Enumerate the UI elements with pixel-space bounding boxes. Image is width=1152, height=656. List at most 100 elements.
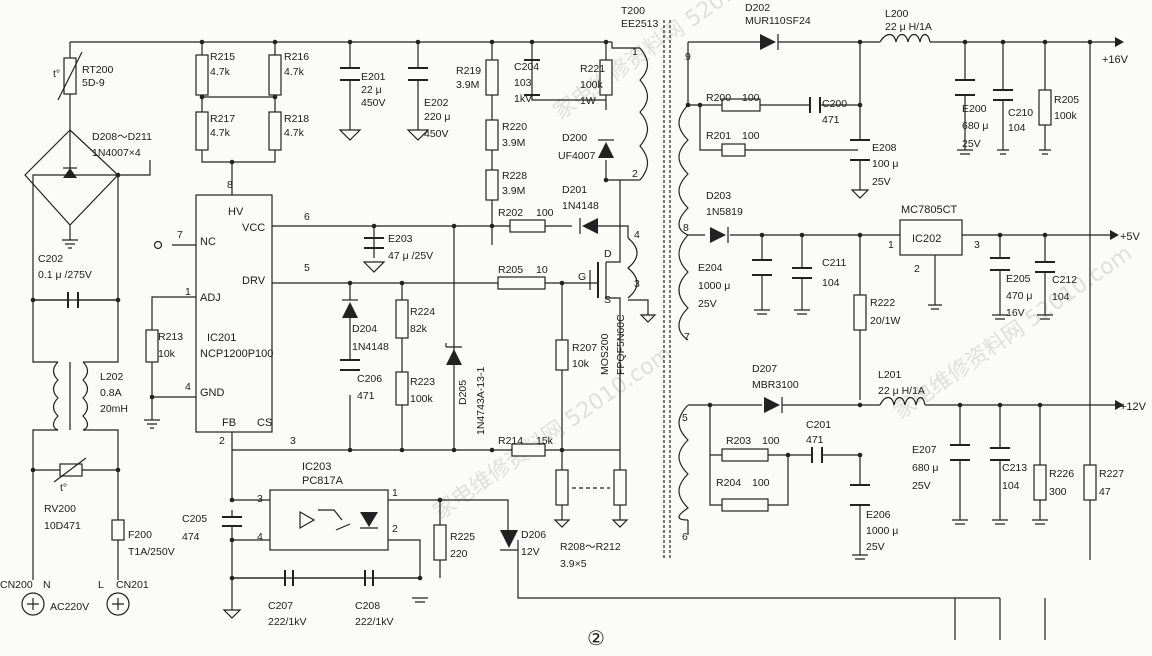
label-opto-pin3: 3: [257, 493, 263, 505]
label-d203: D203: [706, 190, 731, 202]
label-r205-right: R205: [1054, 94, 1079, 106]
label-c211: C211: [822, 257, 846, 269]
c205-capacitor: [222, 516, 242, 619]
label-ee2513: EE2513: [621, 18, 659, 30]
label-t200: T200: [621, 5, 645, 17]
e204-c211: [752, 259, 812, 315]
label-cs: CS: [257, 417, 272, 429]
l200-inductor: [879, 33, 931, 43]
r214-resistor: [511, 443, 546, 457]
label-r226-value: 300: [1049, 486, 1067, 498]
label-r204: R204: [716, 477, 741, 489]
label-e208-cap: 100 μ: [872, 158, 899, 170]
label-e201-volt: 450V: [361, 97, 386, 109]
label-c207-value: 222/1kV: [268, 616, 307, 628]
label-pin-s: S: [604, 294, 611, 306]
label-r220: R220: [502, 121, 527, 133]
label-d207: D207: [752, 363, 777, 375]
label-d206: D206: [521, 529, 546, 541]
label-r224-value: 82k: [410, 323, 428, 335]
label-r217-value: 4.7k: [210, 127, 231, 139]
watermark-text-2: 家电维修资料网 52010.com: [429, 341, 677, 525]
label-c204-value: 103: [514, 77, 532, 89]
label-rt200-value: 5D-9: [82, 77, 105, 89]
label-winding-3: 3: [634, 278, 640, 290]
label-d205-value: 1N4743A-13-1: [475, 367, 487, 435]
label-opto-pin2: 2: [392, 523, 398, 535]
label-ic202-pin1: 1: [888, 239, 894, 251]
label-r203-value: 100: [762, 435, 780, 447]
label-e207-cap: 680 μ: [912, 462, 939, 474]
label-r221: R221: [580, 63, 605, 75]
label-r221-value: 100k: [580, 79, 604, 91]
label-l202: L202: [100, 371, 124, 383]
label-r223-value: 100k: [410, 393, 434, 405]
label-r223: R223: [410, 376, 435, 388]
label-r201-value: 100: [742, 130, 760, 142]
r219-220-228-resistors: [485, 59, 499, 201]
mos200: [589, 262, 599, 298]
label-c202: C202: [38, 253, 63, 265]
label-winding-9: 9: [685, 51, 691, 63]
ic203-optocoupler: [269, 489, 389, 551]
label-ic202: IC202: [912, 233, 941, 245]
label-c200-value: 471: [822, 114, 840, 126]
label-r207-value: 10k: [572, 358, 590, 370]
label-r214: R214: [498, 435, 523, 447]
r202-r205-resistors: [497, 219, 546, 290]
r200-r201-resistors: [721, 98, 761, 157]
label-cn200: CN200: [0, 579, 33, 591]
r215-218-resistors: [195, 54, 282, 151]
label-c213: C213: [1002, 462, 1027, 474]
d203-diode: [710, 227, 729, 243]
label-c210-value: 104: [1008, 122, 1026, 134]
label-r218-value: 4.7k: [284, 127, 305, 139]
label-e202-volt: 450V: [424, 128, 449, 140]
label-e203-value: 47 μ /25V: [388, 250, 433, 262]
e200-c210-r205: [955, 79, 1052, 155]
label-c202-value: 0.1 μ /275V: [38, 269, 92, 281]
bridge-rectifier: [24, 129, 119, 249]
d202-diode: [760, 34, 779, 50]
label-nc: NC: [200, 236, 216, 248]
label-e201-cap: 22 μ: [361, 84, 382, 96]
label-e200-volt: 25V: [962, 138, 981, 150]
label-out-5v: +5V: [1120, 231, 1141, 243]
label-r205-value: 10: [536, 264, 548, 276]
label-r205: R205: [498, 264, 523, 276]
label-r215-value: 4.7k: [210, 66, 231, 78]
label-winding-4: 4: [634, 229, 640, 241]
label-out-16v: +16V: [1102, 54, 1129, 66]
label-d208-value: 1N4007×4: [92, 147, 141, 159]
watermark-text-3: 家电维修资料网 52010.com: [889, 241, 1137, 425]
label-d204: D204: [352, 323, 377, 335]
label-l201: L201: [878, 369, 902, 381]
e205-c212: [990, 257, 1055, 320]
label-pin2: 2: [219, 435, 225, 447]
label-c206: C206: [357, 373, 382, 385]
label-c210: C210: [1008, 107, 1033, 119]
label-c212: C212: [1052, 274, 1077, 286]
l202-inductor: [52, 361, 89, 431]
label-winding-7: 7: [684, 331, 690, 343]
label-fqpf5n60c: FPQF5N60C: [615, 314, 627, 375]
d207-diode: [764, 397, 783, 413]
c206-capacitor: [340, 359, 360, 371]
label-r200: R200: [706, 92, 731, 104]
label-pin8: 8: [227, 179, 233, 191]
label-r228-value: 3.9M: [502, 185, 525, 197]
label-c212-value: 104: [1052, 291, 1070, 303]
label-e205-volt: 16V: [1006, 307, 1025, 319]
label-r217: R217: [210, 113, 235, 125]
label-r220-value: 3.9M: [502, 137, 525, 149]
label-rv200: RV200: [44, 503, 76, 515]
label-l202-current: 0.8A: [100, 387, 122, 399]
output-arrows: [1110, 37, 1124, 410]
label-r208-value: 3.9×5: [560, 558, 587, 570]
label-c208: C208: [355, 600, 380, 612]
label-mbr3100: MBR3100: [752, 379, 799, 391]
label-c205-value: 474: [182, 531, 200, 543]
label-r218: R218: [284, 113, 309, 125]
label-r207: R207: [572, 342, 597, 354]
